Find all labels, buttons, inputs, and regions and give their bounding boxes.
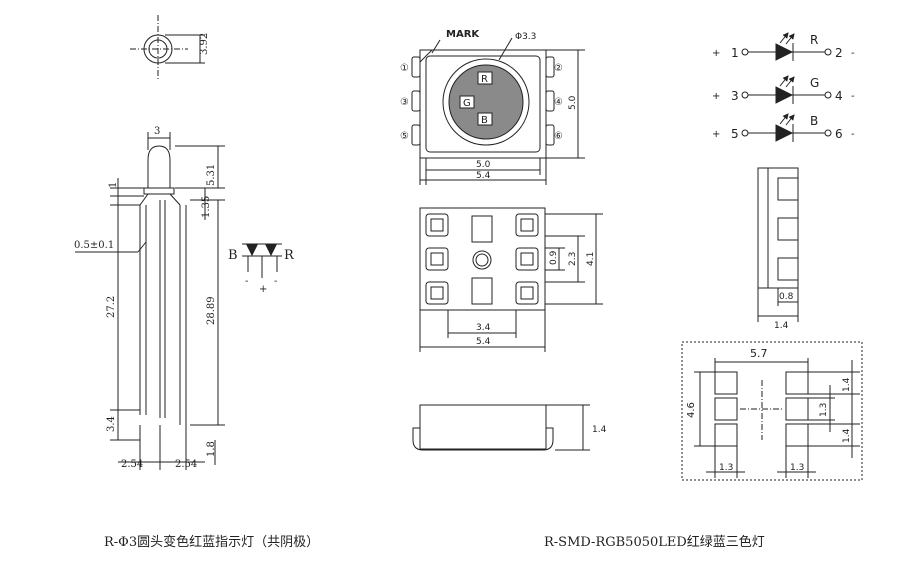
dim-fp-pad-bottom: 1.4 bbox=[842, 428, 852, 443]
side-profile-view bbox=[757, 167, 799, 322]
row2-anode-pin: 3 bbox=[731, 89, 739, 103]
dim-lead-width: 0.5±0.1 bbox=[74, 240, 114, 251]
led3mm-top-view bbox=[130, 15, 205, 80]
row3-anode-pin: 5 bbox=[731, 127, 739, 141]
row1-anode-pin: 1 bbox=[731, 46, 739, 60]
mark-label: MARK bbox=[446, 29, 480, 40]
dim-led-flange-gap: 1.35 bbox=[201, 196, 212, 218]
dim-fp-pad-mid: 1.3 bbox=[819, 403, 829, 417]
row3-cathode-sign: - bbox=[851, 129, 855, 140]
dim-top-height: 5.0 bbox=[568, 95, 578, 110]
dim-pad-inner-width: 3.4 bbox=[476, 323, 491, 333]
dim-lead-length-short: 27.2 bbox=[106, 296, 117, 318]
smd-top-view bbox=[411, 37, 585, 185]
dim-led-width: 3 bbox=[154, 126, 160, 137]
pin-number-5: ⑤ bbox=[400, 131, 409, 142]
dim-pitch-right: 2.54 bbox=[175, 459, 197, 470]
row3-cathode-pin: 6 bbox=[835, 127, 843, 141]
circuit-pin-common: + bbox=[259, 284, 267, 295]
caption-right: R-SMD-RGB5050LED红绿蓝三色灯 bbox=[544, 535, 765, 550]
dim-lead-offset: 3.4 bbox=[106, 416, 117, 432]
row2-color: G bbox=[810, 76, 819, 90]
smd-bottom-view bbox=[419, 207, 603, 352]
dim-bottom-width: 5.4 bbox=[476, 337, 491, 347]
dim-pitch-left: 2.54 bbox=[121, 459, 143, 470]
circuit-label-r: R bbox=[284, 248, 295, 263]
dim-led-diameter: 3.92 bbox=[199, 33, 210, 55]
chip-label-b: B bbox=[481, 115, 488, 126]
chip-label-g: G bbox=[463, 98, 471, 109]
row1-cathode-pin: 2 bbox=[835, 46, 843, 60]
dim-profile-width: 1.4 bbox=[774, 321, 789, 331]
circuit-label-b: B bbox=[228, 248, 238, 263]
dim-fp-height: 4.6 bbox=[686, 402, 697, 418]
dim-fp-width: 5.7 bbox=[750, 347, 768, 360]
row3-color: B bbox=[810, 114, 818, 128]
dim-profile-pad: 0.8 bbox=[779, 292, 794, 302]
dim-top-outer-width: 5.4 bbox=[476, 171, 491, 181]
dim-led-dome-height: 5.31 bbox=[206, 164, 217, 186]
circuit-pin-right: - bbox=[274, 276, 277, 287]
dim-led-flange: 1 bbox=[108, 182, 119, 188]
dim-side-height: 1.4 bbox=[592, 425, 607, 435]
led3mm-side-view bbox=[75, 132, 225, 470]
pin-number-1: ① bbox=[400, 63, 409, 74]
footprint-layout bbox=[681, 341, 863, 481]
row1-anode-sign: + bbox=[712, 48, 720, 59]
row1-cathode-sign: - bbox=[851, 48, 855, 59]
pin-number-2: ② bbox=[554, 63, 563, 74]
smd-side-view bbox=[412, 404, 590, 451]
dim-lead-length-long: 28.89 bbox=[206, 296, 217, 325]
rgb-schematic bbox=[741, 32, 832, 142]
pin-number-3: ③ bbox=[400, 97, 409, 108]
pin-number-6: ⑥ bbox=[554, 131, 563, 142]
pin-number-4: ④ bbox=[554, 97, 563, 108]
phi-label: Φ3.3 bbox=[515, 32, 536, 42]
row3-anode-sign: + bbox=[712, 129, 720, 140]
dim-lead-tip: 1.8 bbox=[206, 441, 217, 457]
led3mm-circuit-symbol bbox=[242, 243, 282, 278]
caption-left: R-Φ3圆头变色红蓝指示灯（共阴极） bbox=[104, 535, 320, 550]
row1-color: R bbox=[810, 33, 818, 47]
dim-pad-span: 2.3 bbox=[568, 252, 578, 266]
chip-label-r: R bbox=[481, 74, 488, 85]
circuit-pin-left: - bbox=[245, 276, 248, 287]
row2-cathode-sign: - bbox=[851, 91, 855, 102]
row2-cathode-pin: 4 bbox=[835, 89, 843, 103]
row2-anode-sign: + bbox=[712, 91, 720, 102]
dim-pad-pitch: 0.9 bbox=[549, 250, 559, 265]
dim-top-inner-width: 5.0 bbox=[476, 160, 491, 170]
dim-fp-pad-right: 1.3 bbox=[790, 463, 804, 473]
dim-fp-pad-left: 1.3 bbox=[719, 463, 733, 473]
dim-fp-pad-top: 1.4 bbox=[842, 377, 852, 392]
dim-pad-total: 4.1 bbox=[586, 252, 596, 266]
